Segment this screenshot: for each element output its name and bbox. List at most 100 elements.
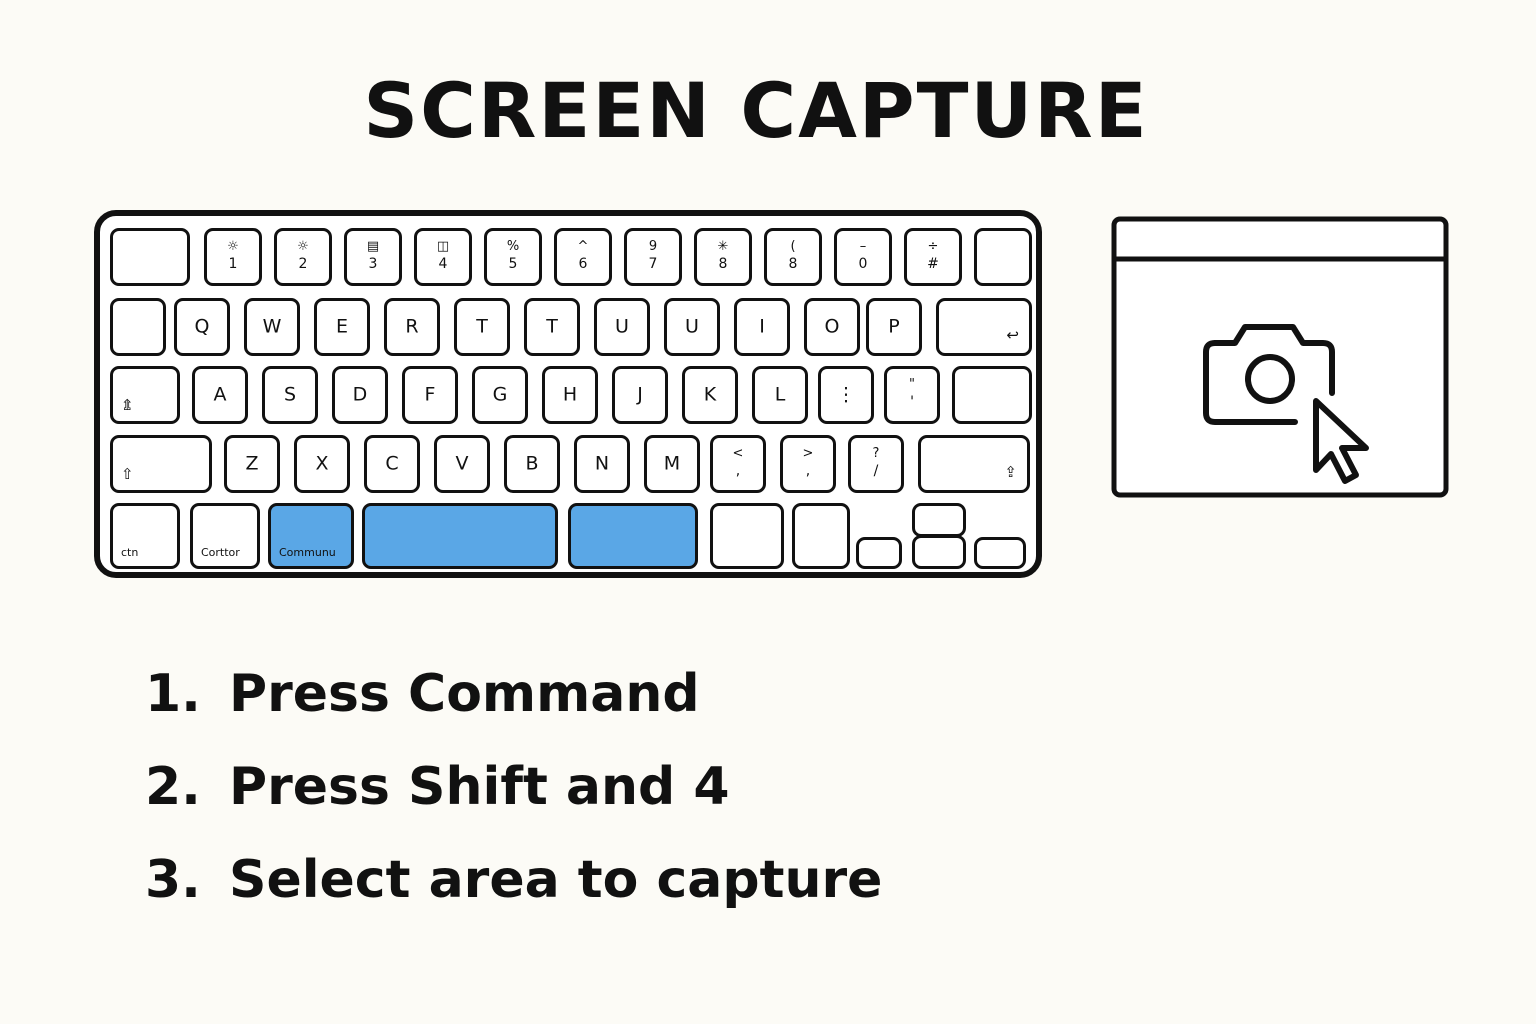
- key-5[interactable]: %5: [484, 228, 542, 286]
- tab-key[interactable]: [110, 298, 166, 356]
- key-8[interactable]: ✳8: [694, 228, 752, 286]
- key-,[interactable]: >,: [780, 435, 836, 493]
- key-l[interactable]: L: [752, 366, 808, 424]
- key-label: I: [759, 315, 765, 338]
- key-label: F: [424, 383, 436, 406]
- control-key[interactable]: Corttor: [190, 503, 260, 569]
- key-h[interactable]: H: [542, 366, 598, 424]
- key-⋮[interactable]: ⋮: [818, 366, 874, 424]
- key-f[interactable]: F: [402, 366, 458, 424]
- key-1[interactable]: ☼1: [204, 228, 262, 286]
- key-6[interactable]: ^6: [554, 228, 612, 286]
- key-shift-label: ☼: [227, 239, 239, 254]
- key-label: U: [685, 315, 699, 338]
- key-label: N: [594, 452, 610, 475]
- key-label: Z: [245, 452, 259, 475]
- key-w[interactable]: W: [244, 298, 300, 356]
- key-shift-label: 9: [648, 239, 658, 254]
- key-label: X: [315, 452, 329, 475]
- key-e[interactable]: E: [314, 298, 370, 356]
- key-t[interactable]: T: [524, 298, 580, 356]
- key-k[interactable]: K: [682, 366, 738, 424]
- key-o[interactable]: O: [804, 298, 860, 356]
- key-b[interactable]: B: [504, 435, 560, 493]
- page-title: SCREEN CAPTURE: [363, 66, 1149, 155]
- step-number: 1.: [145, 664, 201, 724]
- fn-key[interactable]: ctn: [110, 503, 180, 569]
- key-a[interactable]: A: [192, 366, 248, 424]
- enter-key[interactable]: [952, 366, 1032, 424]
- key-main-label: 2: [298, 256, 308, 272]
- key-v[interactable]: V: [434, 435, 490, 493]
- key-r[interactable]: R: [384, 298, 440, 356]
- key-g[interactable]: G: [472, 366, 528, 424]
- key-shift-label: ◫: [436, 239, 450, 254]
- key-c[interactable]: C: [364, 435, 420, 493]
- left-shift-key[interactable]: ⇧: [110, 435, 212, 493]
- key-u[interactable]: U: [664, 298, 720, 356]
- key-shift-label: ": [909, 377, 915, 392]
- key-label: V: [455, 452, 469, 475]
- esc-key[interactable]: [110, 228, 190, 286]
- key-shift-label: ?: [872, 446, 880, 461]
- command-key[interactable]: Communu: [268, 503, 354, 569]
- key-main-label: 1: [228, 256, 238, 272]
- key-,[interactable]: <,: [710, 435, 766, 493]
- key-8[interactable]: (8: [764, 228, 822, 286]
- key-main-label: 7: [648, 256, 658, 272]
- key-/[interactable]: ?/: [848, 435, 904, 493]
- key-label: W: [262, 315, 282, 338]
- key-label: T: [546, 315, 558, 338]
- option-key[interactable]: [710, 503, 784, 569]
- arrow-down-key[interactable]: [856, 537, 902, 569]
- key-q[interactable]: Q: [174, 298, 230, 356]
- key-label: H: [562, 383, 578, 406]
- step-3: 3. Select area to capture: [145, 850, 882, 943]
- key-t[interactable]: T: [454, 298, 510, 356]
- key-label: P: [888, 315, 900, 338]
- cursor-arrow-icon: [1313, 398, 1369, 484]
- right-shift-key[interactable]: ⇪: [918, 435, 1030, 493]
- key-3[interactable]: ▤3: [344, 228, 402, 286]
- arrow-left-key[interactable]: [792, 503, 850, 569]
- space-key[interactable]: [362, 503, 558, 569]
- arrow-right-key[interactable]: [974, 537, 1026, 569]
- right-command-key[interactable]: [568, 503, 698, 569]
- key-z[interactable]: Z: [224, 435, 280, 493]
- step-number: 2.: [145, 757, 201, 817]
- key-shift-label: %: [506, 239, 520, 254]
- return-key[interactable]: ↩: [936, 298, 1032, 356]
- key-2[interactable]: ☼2: [274, 228, 332, 286]
- arrow-down-2-key[interactable]: [912, 535, 966, 569]
- caps-key[interactable]: ⇭: [110, 366, 180, 424]
- key-label: ⋮: [836, 383, 856, 406]
- key-i[interactable]: I: [734, 298, 790, 356]
- key-modifier-label: ctn: [121, 546, 139, 559]
- key-'[interactable]: "': [884, 366, 940, 424]
- key-p[interactable]: P: [866, 298, 922, 356]
- power-key[interactable]: [974, 228, 1032, 286]
- instruction-steps: 1. Press Command 2. Press Shift and 4 3.…: [145, 664, 882, 943]
- key-#[interactable]: ÷#: [904, 228, 962, 286]
- key-label: G: [492, 383, 508, 406]
- key-x[interactable]: X: [294, 435, 350, 493]
- key-shift-label: >: [802, 446, 814, 461]
- key-u[interactable]: U: [594, 298, 650, 356]
- arrow-up-key[interactable]: [912, 503, 966, 537]
- key-main-label: 5: [508, 256, 518, 272]
- key-label: R: [405, 315, 419, 338]
- key-m[interactable]: M: [644, 435, 700, 493]
- key-j[interactable]: J: [612, 366, 668, 424]
- key-main-label: 8: [788, 256, 798, 272]
- key-n[interactable]: N: [574, 435, 630, 493]
- key-4[interactable]: ◫4: [414, 228, 472, 286]
- key-main-label: 4: [438, 256, 448, 272]
- key-s[interactable]: S: [262, 366, 318, 424]
- step-text: Press Command: [229, 664, 700, 724]
- key-label: O: [824, 315, 840, 338]
- key-d[interactable]: D: [332, 366, 388, 424]
- key-0[interactable]: –0: [834, 228, 892, 286]
- key-label: C: [385, 452, 399, 475]
